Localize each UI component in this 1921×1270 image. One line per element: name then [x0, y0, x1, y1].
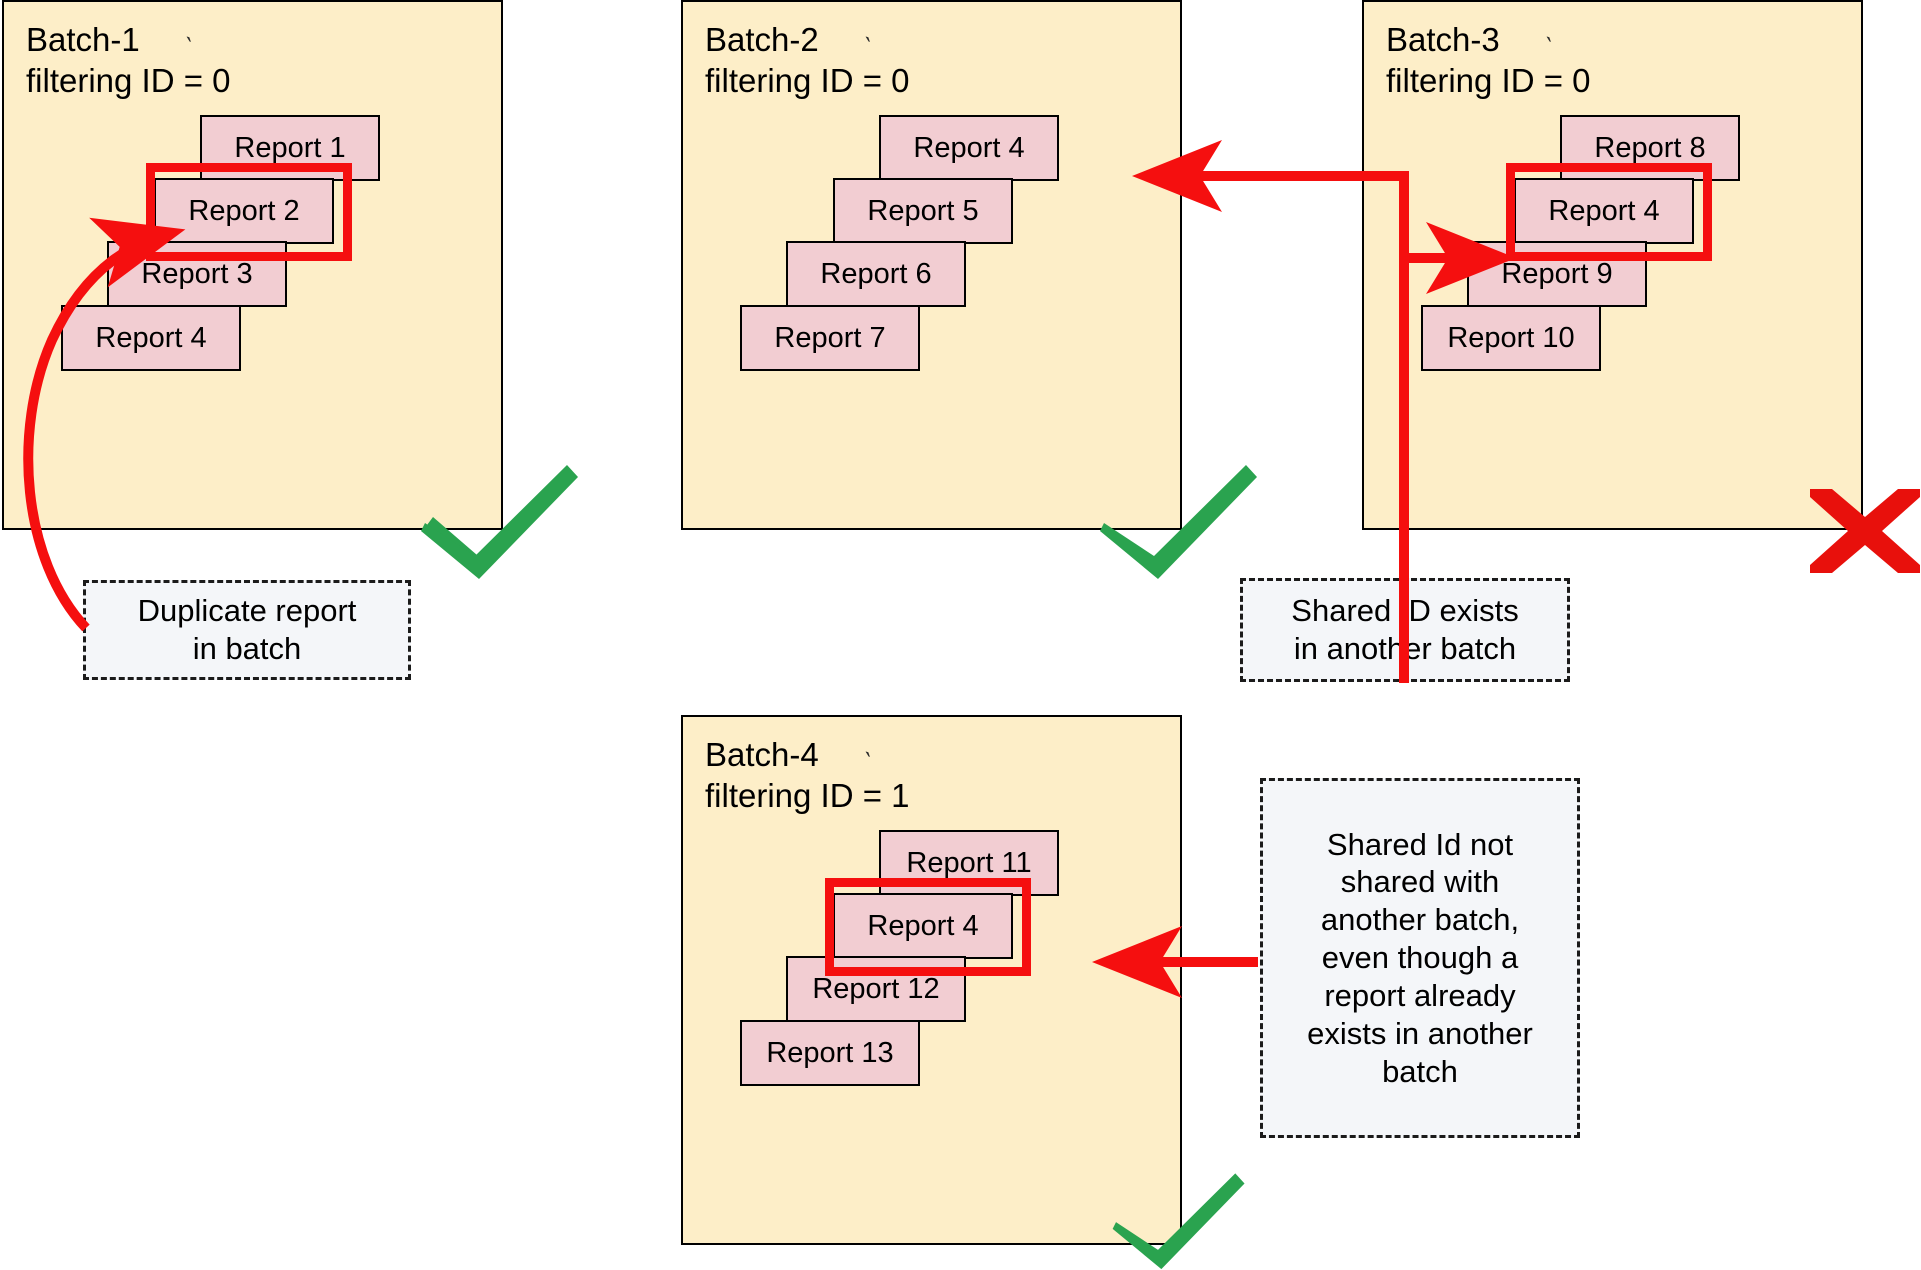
report-card[interactable]: Report 4: [879, 115, 1059, 181]
report-card[interactable]: Report 7: [740, 305, 920, 371]
report-card[interactable]: Report 5: [833, 178, 1013, 244]
report-card[interactable]: Report 8: [1560, 115, 1740, 181]
report-card[interactable]: Report 4: [61, 305, 241, 371]
batch-filter-batch-4: filtering ID = 1: [705, 777, 910, 814]
batch-filter-batch-3: filtering ID = 0: [1386, 62, 1591, 99]
report-card[interactable]: Report 9: [1467, 241, 1647, 307]
report-card[interactable]: Report 11: [879, 830, 1059, 896]
report-card[interactable]: Report 4: [1514, 178, 1694, 244]
note-duplicate-report: Duplicate report in batch: [83, 580, 411, 680]
batch-title-batch-4: Batch-4: [705, 736, 819, 773]
report-card[interactable]: Report 6: [786, 241, 966, 307]
note-shared-id-not-shared: Shared Id not shared with another batch,…: [1260, 778, 1580, 1138]
batch-card-batch-1: Batch-1 filtering ID = 0 ` Report 1 Repo…: [2, 0, 503, 530]
report-card[interactable]: Report 3: [107, 241, 287, 307]
batch-filter-batch-1: filtering ID = 0: [26, 62, 231, 99]
note-shared-id-exists: Shared ID exists in another batch: [1240, 578, 1570, 682]
batch-title-batch-1: Batch-1: [26, 21, 140, 58]
check-icon: [1112, 1173, 1245, 1270]
batch-filter-batch-2: filtering ID = 0: [705, 62, 910, 99]
report-card[interactable]: Report 12: [786, 956, 966, 1022]
report-card[interactable]: Report 4: [833, 893, 1013, 959]
batch-card-batch-2: Batch-2 filtering ID = 0 ` Report 4 Repo…: [681, 0, 1182, 530]
check-icon: [1100, 465, 1257, 579]
batch-card-batch-3: Batch-3 filtering ID = 0 ` Report 8 Repo…: [1362, 0, 1863, 530]
report-card[interactable]: Report 10: [1421, 305, 1601, 371]
report-card[interactable]: Report 1: [200, 115, 380, 181]
batch-title-batch-2: Batch-2: [705, 21, 819, 58]
report-card[interactable]: Report 13: [740, 1020, 920, 1086]
x-icon: [1810, 489, 1920, 573]
check-icon: [421, 465, 578, 579]
report-card[interactable]: Report 2: [154, 178, 334, 244]
batch-title-batch-3: Batch-3: [1386, 21, 1500, 58]
